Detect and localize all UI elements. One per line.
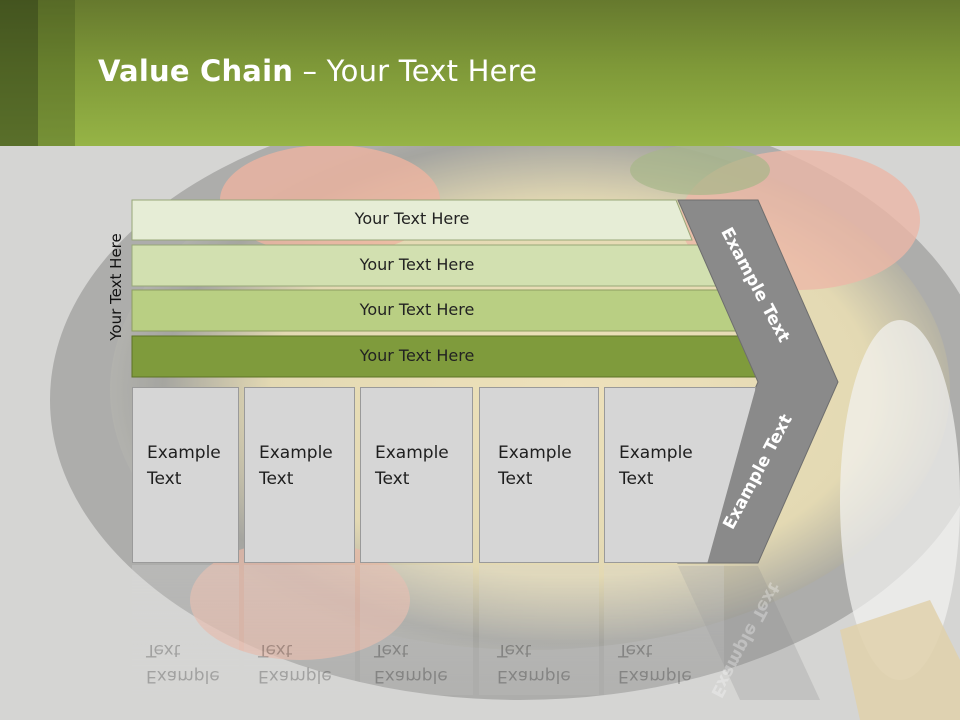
box-4-reflection: Example Text [479,565,599,695]
box-4-line1: Example [498,443,572,463]
box-3-line2: Text [375,469,410,489]
row-1-label: Your Text Here [354,209,470,228]
title-rest: – Your Text Here [293,54,538,88]
box-4-line2: Text [498,469,533,489]
box-3-line1: Example [375,443,449,463]
box-5-line2: Text [619,469,654,489]
title-bar: Value Chain – Your Text Here [0,0,960,146]
slide-title: Value Chain – Your Text Here [98,54,537,88]
row-3[interactable]: Your Text Here [132,291,702,331]
row-1-shape [131,199,693,241]
row-2[interactable]: Your Text Here [132,246,702,286]
box-3-reflection-line2: Text [374,640,409,660]
box-2-line1: Example [259,443,333,463]
box-2-reflection-line1: Example [258,666,332,686]
box-2-reflection-line2: Text [258,640,293,660]
row-4-label: Your Text Here [359,346,475,365]
box-2-reflection: Example Text [244,565,355,695]
header-band-dark [0,0,38,146]
box-1-reflection-line1: Example [146,666,220,686]
row-1[interactable]: Your Text Here [132,200,692,240]
box-5-reflection-line1: Example [618,666,692,686]
box-3-reflection: Example Text [360,565,473,695]
box-1-reflection-line2: Text [146,640,181,660]
box-1-line2: Text [147,469,182,489]
box-4-reflection-line1: Example [497,666,571,686]
row-2-label: Your Text Here [359,255,475,274]
title-bold: Value Chain [98,54,294,88]
chevron-arrow [677,199,839,564]
box-5-line1: Example [619,443,693,463]
box-2-line2: Text [259,469,294,489]
box-4-reflection-line2: Text [497,640,532,660]
box-5-reflection-line2: Text [618,640,653,660]
row-3-label: Your Text Here [359,300,475,319]
row-4[interactable]: Your Text Here [132,337,702,377]
box-1-line1: Example [147,443,221,463]
box-5-reflection: Example Text [604,565,724,695]
chevron-reflection [678,566,820,700]
header-band-mid [38,0,75,146]
box-3-reflection-line1: Example [374,666,448,686]
box-1-reflection: Example Text [132,565,239,695]
